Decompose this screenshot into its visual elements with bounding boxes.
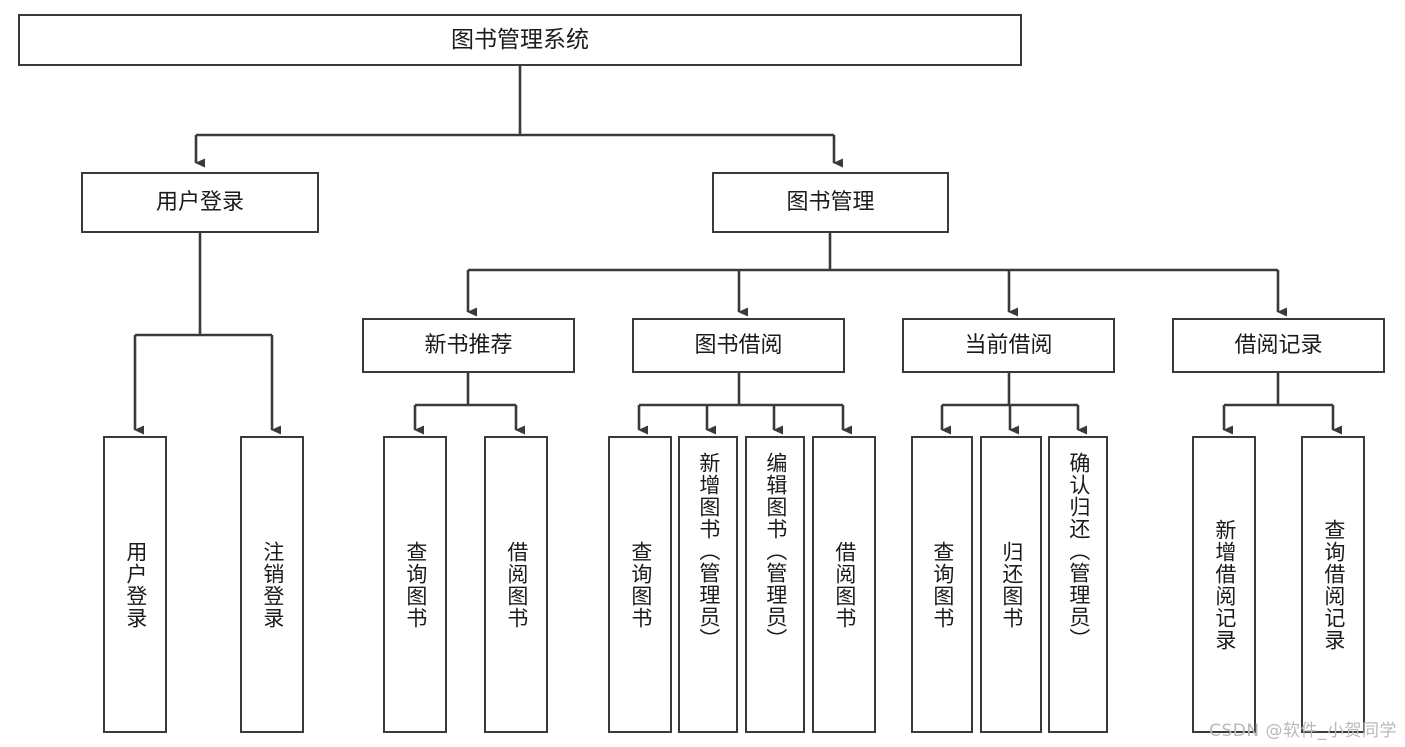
node-label: 新增图书（管理员） [696,452,721,650]
leaf-recommend-borrow-book[interactable]: 借阅图书 [484,436,548,733]
node-book-borrow[interactable]: 图书借阅 [632,318,845,373]
node-label: 图书借阅 [694,332,783,358]
node-label: 查询图书 [930,540,955,629]
leaf-borrow-do-borrow-book[interactable]: 借阅图书 [812,436,876,733]
node-label: 新书推荐 [424,332,513,358]
node-label: 图书管理 [786,189,875,215]
leaf-current-query-book[interactable]: 查询图书 [911,436,973,733]
leaf-recommend-query-book[interactable]: 查询图书 [383,436,447,733]
leaf-user-logout[interactable]: 注销登录 [240,436,304,733]
node-label: 用户登录 [155,189,244,215]
leaf-borrow-add-book-admin[interactable]: 新增图书（管理员） [678,436,738,733]
node-label: 查询图书 [628,540,653,629]
node-label: 注销登录 [260,540,285,629]
leaf-record-add-borrow-record[interactable]: 新增借阅记录 [1192,436,1256,733]
node-label: 查询图书 [403,540,428,629]
node-root-book-management-system[interactable]: 图书管理系统 [18,14,1022,66]
leaf-user-login[interactable]: 用户登录 [103,436,167,733]
node-label: 当前借阅 [964,332,1053,358]
node-label: 归还图书 [999,540,1024,629]
node-label: 查询借阅记录 [1321,518,1346,651]
node-label: 用户登录 [123,540,148,629]
leaf-borrow-edit-book-admin[interactable]: 编辑图书（管理员） [745,436,805,733]
node-label: 借阅图书 [832,540,857,629]
leaf-current-return-book[interactable]: 归还图书 [980,436,1042,733]
leaf-current-confirm-return-admin[interactable]: 确认归还（管理员） [1048,436,1108,733]
node-user-login[interactable]: 用户登录 [81,172,319,233]
node-new-book-recommendation[interactable]: 新书推荐 [362,318,575,373]
leaf-record-query-borrow-record[interactable]: 查询借阅记录 [1301,436,1365,733]
node-label: 确认归还（管理员） [1066,452,1091,650]
csdn-watermark: CSDN @软件_小贺同学 [1209,721,1397,741]
node-label: 编辑图书（管理员） [763,452,788,650]
node-book-management[interactable]: 图书管理 [712,172,949,233]
node-label: 借阅记录 [1234,332,1323,358]
node-label: 借阅图书 [504,540,529,629]
node-label: 新增借阅记录 [1212,518,1237,651]
node-label: 图书管理系统 [451,26,589,53]
leaf-borrow-query-book[interactable]: 查询图书 [608,436,672,733]
node-current-borrow[interactable]: 当前借阅 [902,318,1115,373]
node-borrow-record[interactable]: 借阅记录 [1172,318,1385,373]
